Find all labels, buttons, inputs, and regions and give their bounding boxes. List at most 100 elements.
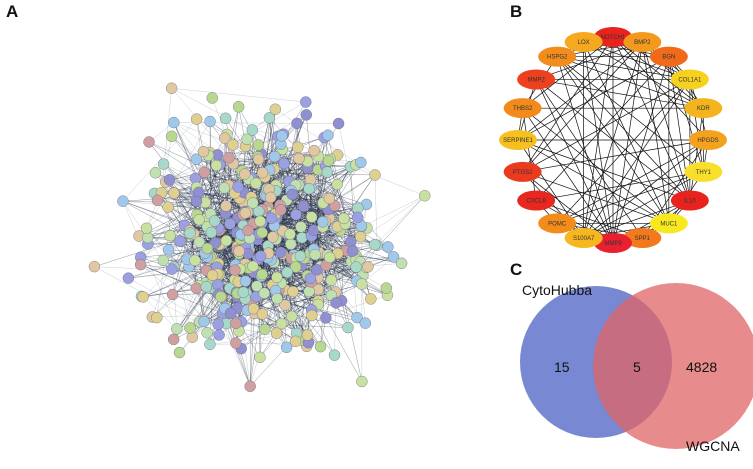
ppi-protein-node (166, 263, 178, 275)
ppi-protein-node (279, 299, 291, 311)
ppi-protein-node (162, 201, 174, 213)
hub-gene-label: NOTCH1 (601, 35, 626, 41)
ppi-edge (209, 333, 297, 345)
ppi-edge (205, 283, 251, 387)
ppi-protein-node (292, 141, 304, 153)
ppi-protein-node (259, 323, 271, 336)
ppi-protein-node (254, 250, 267, 262)
ppi-protein-node (167, 333, 180, 346)
hub-network-edge (536, 171, 704, 201)
ppi-protein-node (395, 257, 408, 270)
ppi-protein-node (198, 166, 211, 179)
ppi-edge (122, 201, 178, 329)
ppi-protein-node (168, 187, 180, 199)
hub-network-edge (583, 41, 704, 109)
ppi-protein-node (122, 272, 135, 284)
ppi-edge (360, 195, 425, 228)
ppi-protein-node (254, 215, 266, 227)
hub-gene-node: CXCL8 (517, 190, 556, 211)
hub-gene-node-shape (564, 32, 603, 53)
ppi-protein-node (308, 144, 320, 157)
ppi-protein-node (220, 200, 232, 212)
ppi-protein-node (382, 241, 394, 253)
hub-network-edge (583, 36, 614, 239)
hub-network-edge (535, 79, 643, 239)
ppi-protein-node (300, 109, 312, 121)
hub-network-edge (612, 36, 704, 109)
ppi-protein-node (351, 211, 364, 224)
hub-network-edge (612, 36, 691, 201)
hub-gene-node: LOX (564, 32, 603, 53)
ppi-protein-node (213, 329, 225, 341)
ppi-protein-node (331, 178, 343, 191)
hub-gene-node-shape (538, 213, 577, 234)
ppi-protein-node (168, 116, 180, 129)
hub-gene-label: PTGS2 (513, 170, 533, 176)
hub-gene-label: THY1 (696, 170, 712, 176)
ppi-protein-node (165, 130, 178, 143)
ppi-protein-node (309, 248, 321, 261)
ppi-protein-node (252, 153, 265, 166)
ppi-protein-node (239, 207, 252, 219)
ppi-protein-node (173, 346, 186, 359)
ppi-protein-node (303, 183, 315, 195)
ppi-protein-node (220, 234, 233, 247)
ppi-protein-node (289, 335, 302, 348)
ppi-edge (171, 136, 244, 225)
hub-gene-node-shape (684, 98, 723, 119)
hub-gene-node-shape (499, 130, 537, 150)
ppi-protein-node (149, 167, 162, 179)
hub-gene-node-shape (538, 46, 577, 67)
ppi-protein-node (256, 308, 269, 320)
hub-network-edge (522, 171, 614, 244)
ppi-protein-node (165, 82, 178, 94)
ppi-protein-node (162, 244, 175, 256)
ppi-protein-node (311, 264, 323, 276)
hub-network-edge (522, 107, 670, 224)
ppi-edge (374, 195, 425, 245)
ppi-edge (374, 174, 378, 246)
ppi-protein-node (134, 258, 147, 271)
ppi-edge (196, 134, 228, 188)
ppi-protein-node (347, 245, 359, 257)
ppi-edge (94, 266, 236, 344)
ppi-edge (334, 302, 337, 356)
hub-network-edge (583, 41, 690, 80)
ppi-edge (128, 277, 204, 321)
ppi-protein-node (328, 349, 341, 361)
hub-gene-label: BGN (662, 55, 675, 61)
ppi-protein-node (350, 261, 362, 273)
hub-gene-label: MUC1 (660, 221, 678, 227)
venn-right-circle (593, 283, 753, 449)
ppi-protein-node (201, 242, 214, 255)
hub-network-edge (535, 56, 670, 201)
ppi-protein-node (271, 292, 283, 305)
ppi-protein-node (209, 237, 222, 249)
ppi-protein-node (264, 191, 277, 204)
hub-gene-node-shape (594, 233, 632, 253)
ppi-protein-node (230, 317, 242, 330)
hub-gene-node: PTGS2 (503, 161, 542, 182)
hub-network-edge (557, 56, 704, 109)
ppi-protein-node (321, 166, 334, 178)
ppi-protein-node (356, 278, 368, 290)
ppi-protein-node (419, 190, 431, 202)
ppi-protein-node (242, 224, 254, 237)
venn-overlap-count: 5 (633, 359, 641, 375)
hub-gene-node-shape (564, 227, 603, 248)
ppi-protein-node (164, 229, 176, 242)
hub-network-edge (583, 200, 690, 239)
hub-gene-network-diagram: NOTCH1BMP2BGNCOL1A1KDRHPGDSTHY1IL10MUC1S… (499, 27, 727, 253)
ppi-edge (235, 323, 348, 328)
ppi-protein-node (193, 214, 205, 226)
ppi-protein-node (280, 341, 293, 354)
hub-gene-label: S100A7 (573, 236, 595, 242)
ppi-protein-node (323, 192, 336, 205)
ppi-edge (224, 144, 281, 189)
hub-network-edge (583, 41, 670, 224)
hub-network-edge (612, 56, 670, 244)
hub-gene-node: HSPG2 (538, 46, 577, 67)
ppi-protein-node (205, 226, 218, 239)
hub-network-edges (517, 36, 709, 244)
hub-network-edge (689, 79, 704, 172)
